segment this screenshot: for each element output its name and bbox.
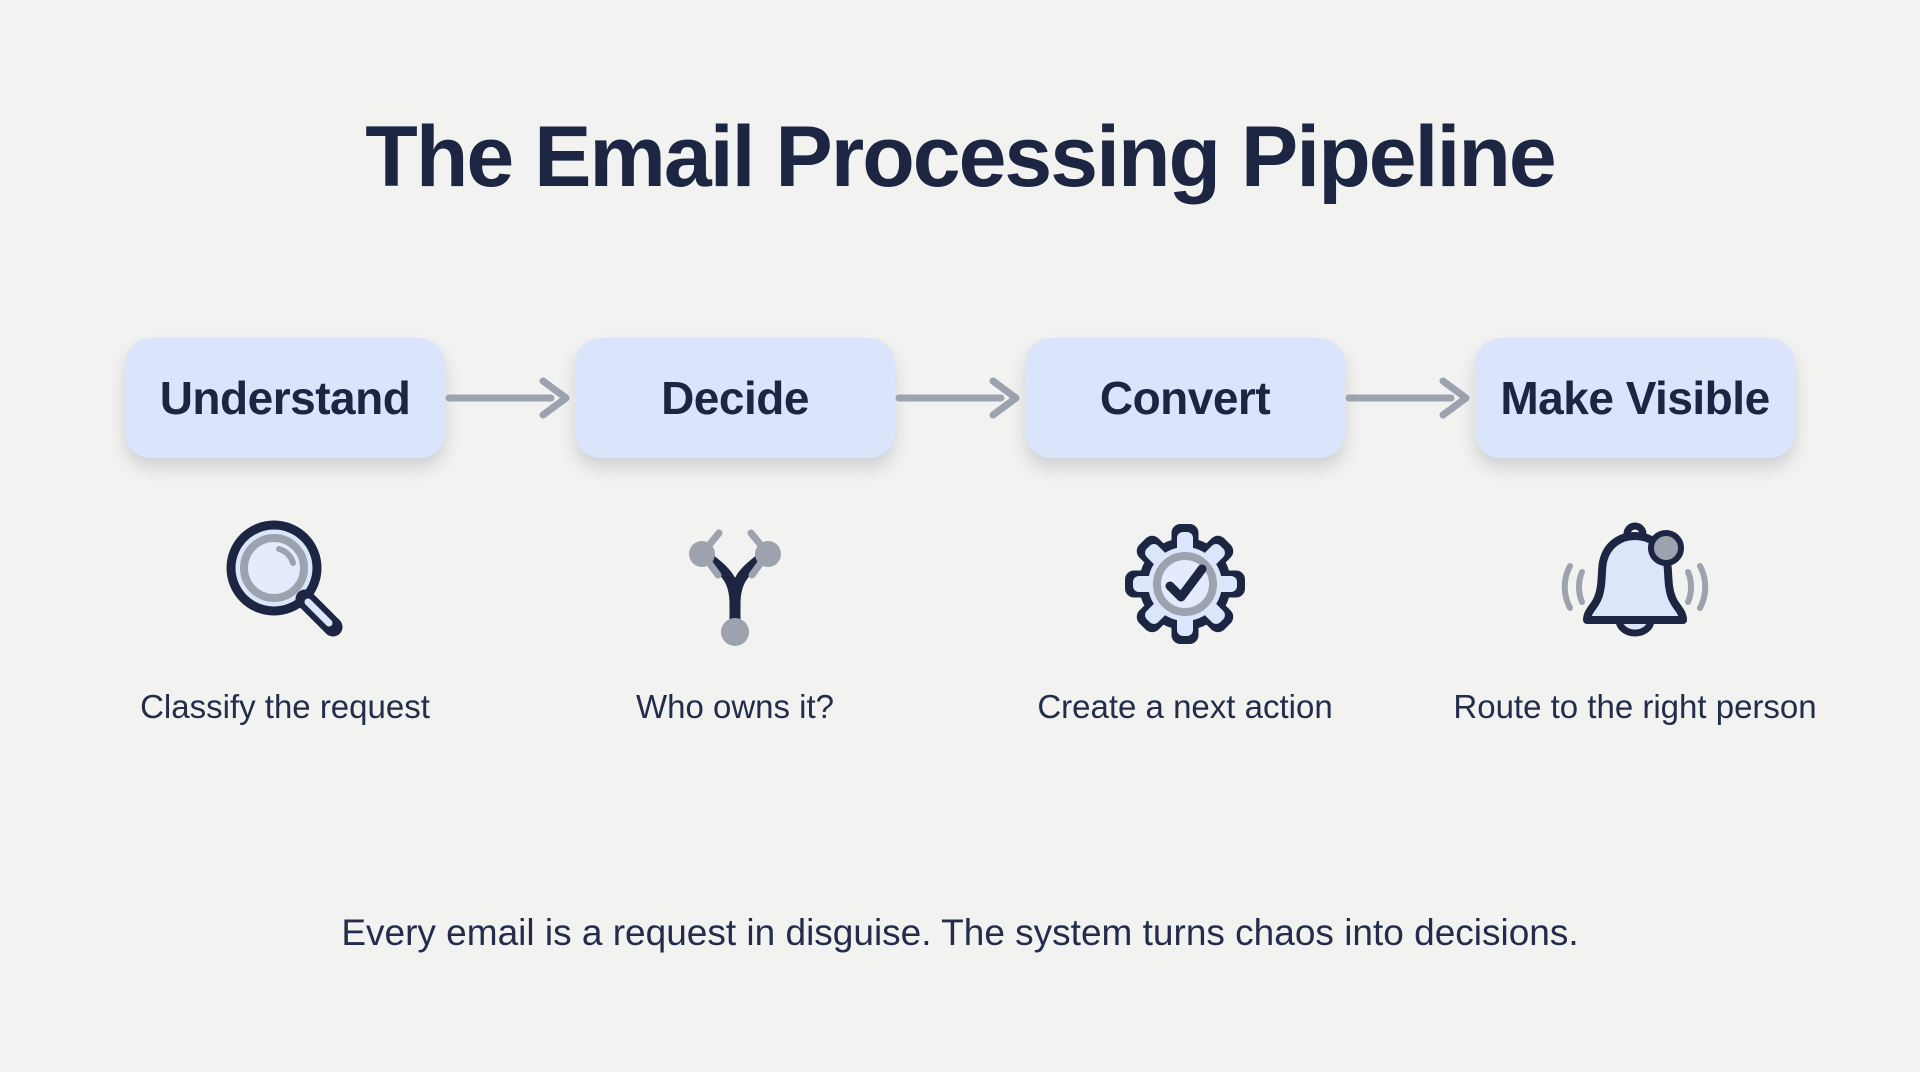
gear-check-icon — [1110, 508, 1260, 658]
pipeline-row: Understand Classify the request — [0, 338, 1920, 726]
stage-box-make-visible: Make Visible — [1475, 338, 1795, 458]
stage-label: Convert — [1099, 372, 1271, 424]
stage-label: Understand — [159, 372, 411, 424]
stage-convert: Convert — [1025, 338, 1345, 726]
stage-box-decide: Decide — [575, 338, 895, 458]
stage-caption: Route to the right person — [1453, 688, 1817, 725]
stage-caption: Create a next action — [1037, 688, 1333, 725]
flow-arrow-icon — [445, 376, 575, 420]
stage-box-convert: Convert — [1025, 338, 1345, 458]
stage-decide: Decide Who owns it? — [575, 338, 895, 726]
stage-make-visible: Make Visible Route to the right person — [1453, 338, 1817, 726]
stage-label: Make Visible — [1500, 372, 1770, 424]
bell-icon — [1550, 508, 1720, 658]
search-icon — [210, 508, 360, 658]
flow-arrow-icon — [1345, 376, 1475, 420]
stage-label: Decide — [661, 372, 809, 424]
stage-understand: Understand Classify the request — [125, 338, 445, 726]
flow-arrow-icon — [895, 376, 1025, 420]
stage-caption: Classify the request — [140, 688, 430, 725]
branch-icon — [660, 508, 810, 658]
page-title: The Email Processing Pipeline — [365, 109, 1556, 205]
footer-tagline: Every email is a request in disguise. Th… — [341, 912, 1579, 953]
stage-caption: Who owns it? — [635, 688, 835, 725]
stage-box-understand: Understand — [125, 338, 445, 458]
